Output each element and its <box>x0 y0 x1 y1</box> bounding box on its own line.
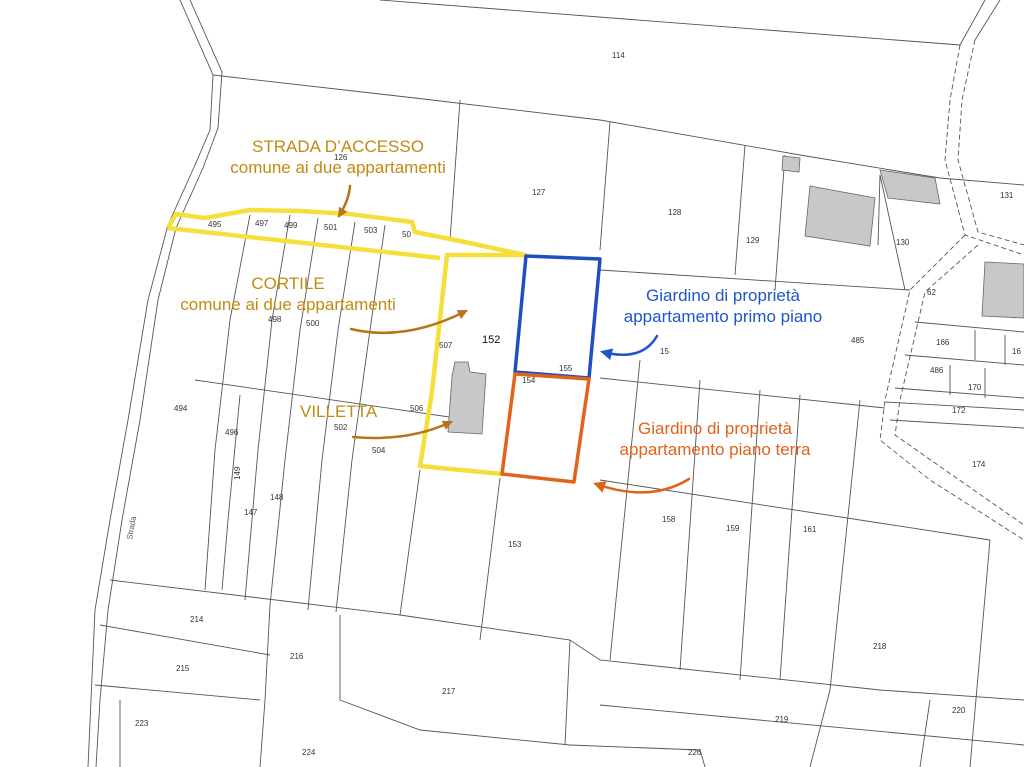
yellow-boundary <box>166 207 528 477</box>
parcel-166: 166 <box>936 338 950 347</box>
parcel-219: 219 <box>775 715 789 724</box>
parcel-214: 214 <box>190 615 204 624</box>
parcel-216: 216 <box>290 652 304 661</box>
parcel-158: 158 <box>662 515 676 524</box>
parcel-498: 498 <box>268 315 282 324</box>
parcel-149: 149 <box>233 466 242 480</box>
parcel-114: 114 <box>612 51 625 60</box>
arrow-courtyard <box>349 309 468 335</box>
parcel-159: 159 <box>726 524 740 533</box>
villa-building <box>447 361 487 435</box>
parcel-485: 485 <box>851 336 865 345</box>
arrow-villa <box>351 420 453 440</box>
parcel-128: 128 <box>668 208 682 217</box>
parcel-130: 130 <box>896 238 910 247</box>
parcel-155: 155 <box>559 364 573 373</box>
road-label-strada: Strada <box>125 515 138 540</box>
parcel-62: 62 <box>927 288 936 297</box>
orange-boundary <box>500 372 591 484</box>
garden-first-subtitle: appartamento primo piano <box>623 307 823 326</box>
arrow-garden-first <box>600 334 659 361</box>
parcel-218: 218 <box>873 642 887 651</box>
access-road-subtitle: comune ai due appartamenti <box>230 158 446 177</box>
parcel-50x: 50 <box>402 230 411 239</box>
parcel-507: 507 <box>439 341 453 350</box>
garden-ground-annotation: Giardino di proprietà appartamento piano… <box>584 418 846 460</box>
garden-ground-title: Giardino di proprietà <box>637 419 793 438</box>
parcel-215: 215 <box>176 664 190 673</box>
arrow-access-road <box>337 184 352 218</box>
courtyard-title: CORTILE <box>251 274 325 293</box>
parcel-226: 226 <box>688 748 702 757</box>
parcel-131: 131 <box>1000 191 1014 200</box>
parcel-501: 501 <box>324 223 338 232</box>
parcel-161: 161 <box>803 525 817 534</box>
parcel-495: 495 <box>208 220 222 229</box>
parcel-127: 127 <box>532 188 546 197</box>
access-road-title: STRADA D’ACCESSO <box>252 137 424 156</box>
villa-title: VILLETTA <box>300 402 378 421</box>
parcel-154: 154 <box>522 376 536 385</box>
parcel-496: 496 <box>225 428 239 437</box>
buildings <box>447 155 1024 435</box>
parcel-16: 16 <box>1012 347 1021 356</box>
parcel-170: 170 <box>968 383 982 392</box>
parcel-499: 499 <box>284 221 298 230</box>
parcel-504: 504 <box>372 446 386 455</box>
garden-ground-subtitle: appartamento piano terra <box>619 440 811 459</box>
access-road-annotation: STRADA D’ACCESSO comune ai due appartame… <box>198 136 478 178</box>
parcel-506: 506 <box>410 404 424 413</box>
building-east <box>981 261 1024 319</box>
parcel-147: 147 <box>244 508 258 517</box>
boundaries <box>166 207 602 484</box>
blue-boundary <box>513 254 602 380</box>
parcel-497: 497 <box>255 219 269 228</box>
arrow-garden-ground <box>593 477 691 494</box>
building-130 <box>804 185 876 247</box>
parcel-126: 126 <box>334 153 348 162</box>
parcel-224: 224 <box>302 748 316 757</box>
parcel-494: 494 <box>174 404 188 413</box>
parcel-152: 152 <box>482 334 500 346</box>
parcel-220: 220 <box>952 706 966 715</box>
parcel-217: 217 <box>442 687 456 696</box>
parcel-129: 129 <box>746 236 760 245</box>
courtyard-subtitle: comune ai due appartamenti <box>180 295 396 314</box>
parcel-500: 500 <box>306 319 320 328</box>
parcel-503: 503 <box>364 226 378 235</box>
parcel-numbers: 114 126 127 128 129 130 131 495 497 499 … <box>125 51 1021 757</box>
courtyard-annotation: CORTILE comune ai due appartamenti <box>148 273 428 315</box>
parcel-172: 172 <box>952 406 966 415</box>
parcel-lines <box>87 0 1024 767</box>
parcel-148: 148 <box>270 493 284 502</box>
building-ne <box>879 169 941 205</box>
garden-first-title: Giardino di proprietà <box>645 286 801 305</box>
arrows <box>337 184 691 494</box>
parcel-174: 174 <box>972 460 986 469</box>
villa-annotation: VILLETTA <box>300 401 400 422</box>
parcel-486: 486 <box>930 366 944 375</box>
garden-first-annotation: Giardino di proprietà appartamento primo… <box>592 285 854 327</box>
building-small <box>781 155 801 173</box>
parcel-223: 223 <box>135 719 149 728</box>
parcel-153: 153 <box>508 540 522 549</box>
parcel-15x: 15 <box>660 347 669 356</box>
parcel-502: 502 <box>334 423 348 432</box>
